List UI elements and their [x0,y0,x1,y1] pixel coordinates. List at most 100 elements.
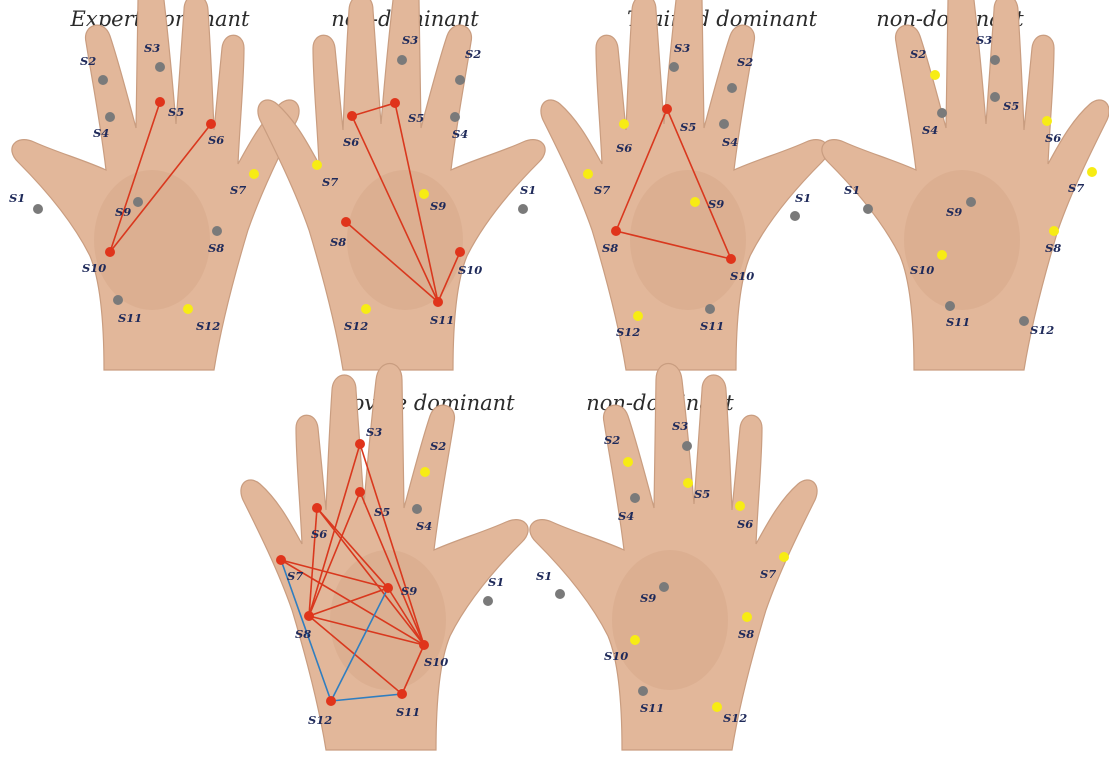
sensor-dot [611,226,621,236]
sensor-label: S8 [1045,241,1061,255]
sensor-dot [390,98,400,108]
sensor-dot [341,217,351,227]
sensor-label: S2 [604,433,620,447]
sensor-dot [623,457,633,467]
sensor-dot [1042,116,1052,126]
sensor-dot [1087,167,1097,177]
palm-shade [630,170,746,310]
sensor-label: S5 [408,111,424,125]
sensor-dot [304,611,314,621]
sensor-dot [412,504,422,514]
sensor-label: S12 [1030,323,1054,337]
sensor-label: S5 [694,487,710,501]
sensor-dot [630,493,640,503]
sensor-label: S5 [374,505,390,519]
sensor-label: S2 [80,54,96,68]
sensor-label: S6 [737,517,753,531]
sensor-dot [742,612,752,622]
sensor-dot [705,304,715,314]
sensor-label: S11 [396,705,420,719]
sensor-label: S7 [287,569,303,583]
sensor-dot [455,75,465,85]
sensor-dot [727,83,737,93]
sensor-dot [583,169,593,179]
sensor-dot [33,204,43,214]
sensor-dot [397,55,407,65]
sensor-label: S9 [708,197,724,211]
sensor-dot [312,503,322,513]
sensor-label: S3 [144,41,160,55]
sensor-dot [633,311,643,321]
sensor-label: S12 [616,325,640,339]
sensor-label: S10 [730,269,754,283]
sensor-label: S8 [208,241,224,255]
sensor-dot [397,689,407,699]
sensor-dot [945,301,955,311]
sensor-label: S1 [488,575,504,589]
sensor-label: S1 [844,183,860,197]
sensor-label: S1 [795,191,811,205]
sensor-dot [276,555,286,565]
sensor-label: S12 [344,319,368,333]
sensor-dot [990,55,1000,65]
sensor-dot [419,640,429,650]
sensor-dot [355,487,365,497]
sensor-dot [383,583,393,593]
sensor-label: S2 [465,47,481,61]
sensor-dot [937,108,947,118]
sensor-dot [638,686,648,696]
sensor-label: S4 [722,135,738,149]
sensor-dot [355,439,365,449]
sensor-dot [98,75,108,85]
sensor-dot [662,104,672,114]
palm-shade [904,170,1020,310]
sensor-label: S6 [343,135,359,149]
sensor-dot [105,112,115,122]
sensor-dot [735,501,745,511]
sensor-dot [518,204,528,214]
sensor-dot [863,204,873,214]
sensor-dot [483,596,493,606]
sensor-label: S6 [1045,131,1061,145]
sensor-label: S10 [910,263,934,277]
sensor-dot [683,478,693,488]
sensor-label: S3 [402,33,418,47]
sensor-label: S8 [330,235,346,249]
sensor-label: S7 [230,183,246,197]
sensor-dot [155,62,165,72]
sensor-label: S9 [640,591,656,605]
sensor-label: S7 [1068,181,1084,195]
sensor-label: S4 [922,123,938,137]
sensor-label: S12 [723,711,747,725]
sensor-dot [347,111,357,121]
sensor-label: S2 [910,47,926,61]
sensor-label: S6 [311,527,327,541]
sensor-label: S9 [115,205,131,219]
sensor-dot [630,635,640,645]
sensor-dot [155,97,165,107]
sensor-label: S9 [401,584,417,598]
sensor-label: S3 [366,425,382,439]
sensor-label: S10 [604,649,628,663]
sensor-dot [206,119,216,129]
palm-shade [612,550,728,690]
sensor-label: S7 [594,183,610,197]
sensor-label: S7 [322,175,338,189]
sensor-dot [420,467,430,477]
sensor-dot [212,226,222,236]
sensor-dot [619,119,629,129]
sensor-dot [555,589,565,599]
hand-panel: S1S2S3S4S5S6S7S8S9S10S11S12 [530,364,817,751]
sensor-label: S4 [416,519,432,533]
sensor-label: S8 [738,627,754,641]
sensor-label: S11 [946,315,970,329]
sensor-dot [690,197,700,207]
sensor-label: S6 [616,141,632,155]
sensor-dot [726,254,736,264]
sensor-label: S1 [520,183,536,197]
palm-shade [347,170,463,310]
